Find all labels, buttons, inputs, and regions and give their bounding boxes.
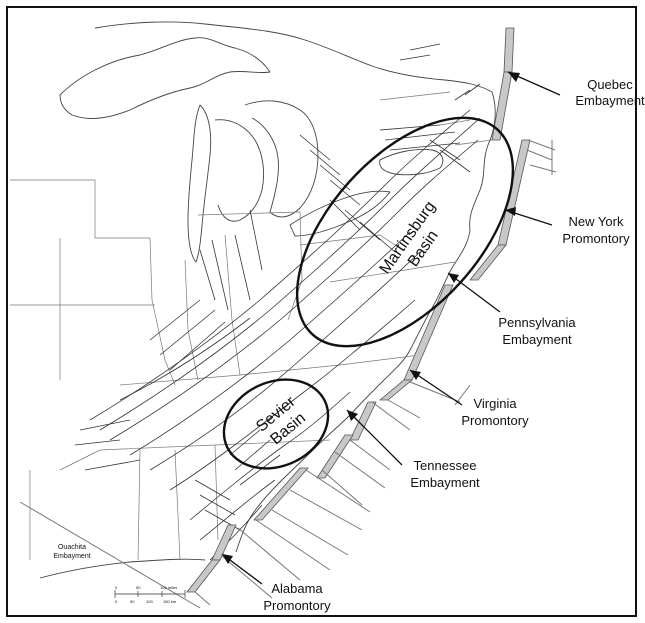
margin-segment-tenn-2 [316, 434, 354, 479]
scale-bar: 0 50 100 miles 0 50 100 150 km [114, 585, 186, 604]
arrowhead-virginia [410, 370, 421, 380]
margin-segment-alabama-2 [186, 559, 221, 593]
arrowhead-newyork [505, 207, 516, 216]
michigan-thumb-shore [214, 119, 265, 222]
scale-mi-0: 0 [115, 585, 118, 590]
scale-mi-50: 50 [136, 585, 141, 590]
arrowhead-quebec [508, 72, 520, 82]
transform-lines [19, 139, 557, 609]
label-martinsburg-basin: MartinsburgBasin [377, 198, 455, 288]
lake-superior-shore [59, 37, 271, 120]
map-frame [6, 6, 637, 617]
margin-segment-tenn-1 [349, 401, 377, 441]
scale-km-100: 100 [146, 599, 153, 604]
fault-traces [74, 43, 481, 561]
arrowhead-tennessee [347, 410, 358, 421]
scale-km-50: 50 [130, 599, 135, 604]
arrows [221, 71, 561, 585]
arrow-pennsylvania [447, 272, 501, 313]
lake-huron-shore [244, 100, 319, 218]
lake-ontario-shore [379, 149, 444, 176]
atlantic-coast [235, 91, 496, 553]
sevier-basin-outline [222, 378, 330, 470]
margin-segment-virginia [378, 379, 414, 401]
north-shore-canada [94, 21, 493, 93]
gulf-coast [39, 558, 206, 579]
scale-mi-100: 100 miles [160, 585, 177, 590]
scale-km-0: 0 [115, 599, 118, 604]
arrowhead-alabama [222, 554, 233, 564]
lake-michigan-shore [187, 104, 212, 263]
arrowhead-pennsylvania [448, 273, 459, 283]
rifted-margin [186, 27, 531, 593]
margin-segment-newyork [497, 139, 531, 246]
margin-segment-pa [469, 244, 507, 281]
margin-segment-tenn-3 [253, 467, 309, 521]
coastlines [39, 21, 496, 579]
margin-segment-penn-emb [403, 284, 454, 381]
scale-km-150: 150 km [163, 599, 177, 604]
arrow-virginia [409, 369, 463, 406]
margin-segment-quebec [503, 27, 515, 73]
arrow-tennessee [346, 409, 403, 466]
lake-erie-shore [289, 190, 391, 237]
